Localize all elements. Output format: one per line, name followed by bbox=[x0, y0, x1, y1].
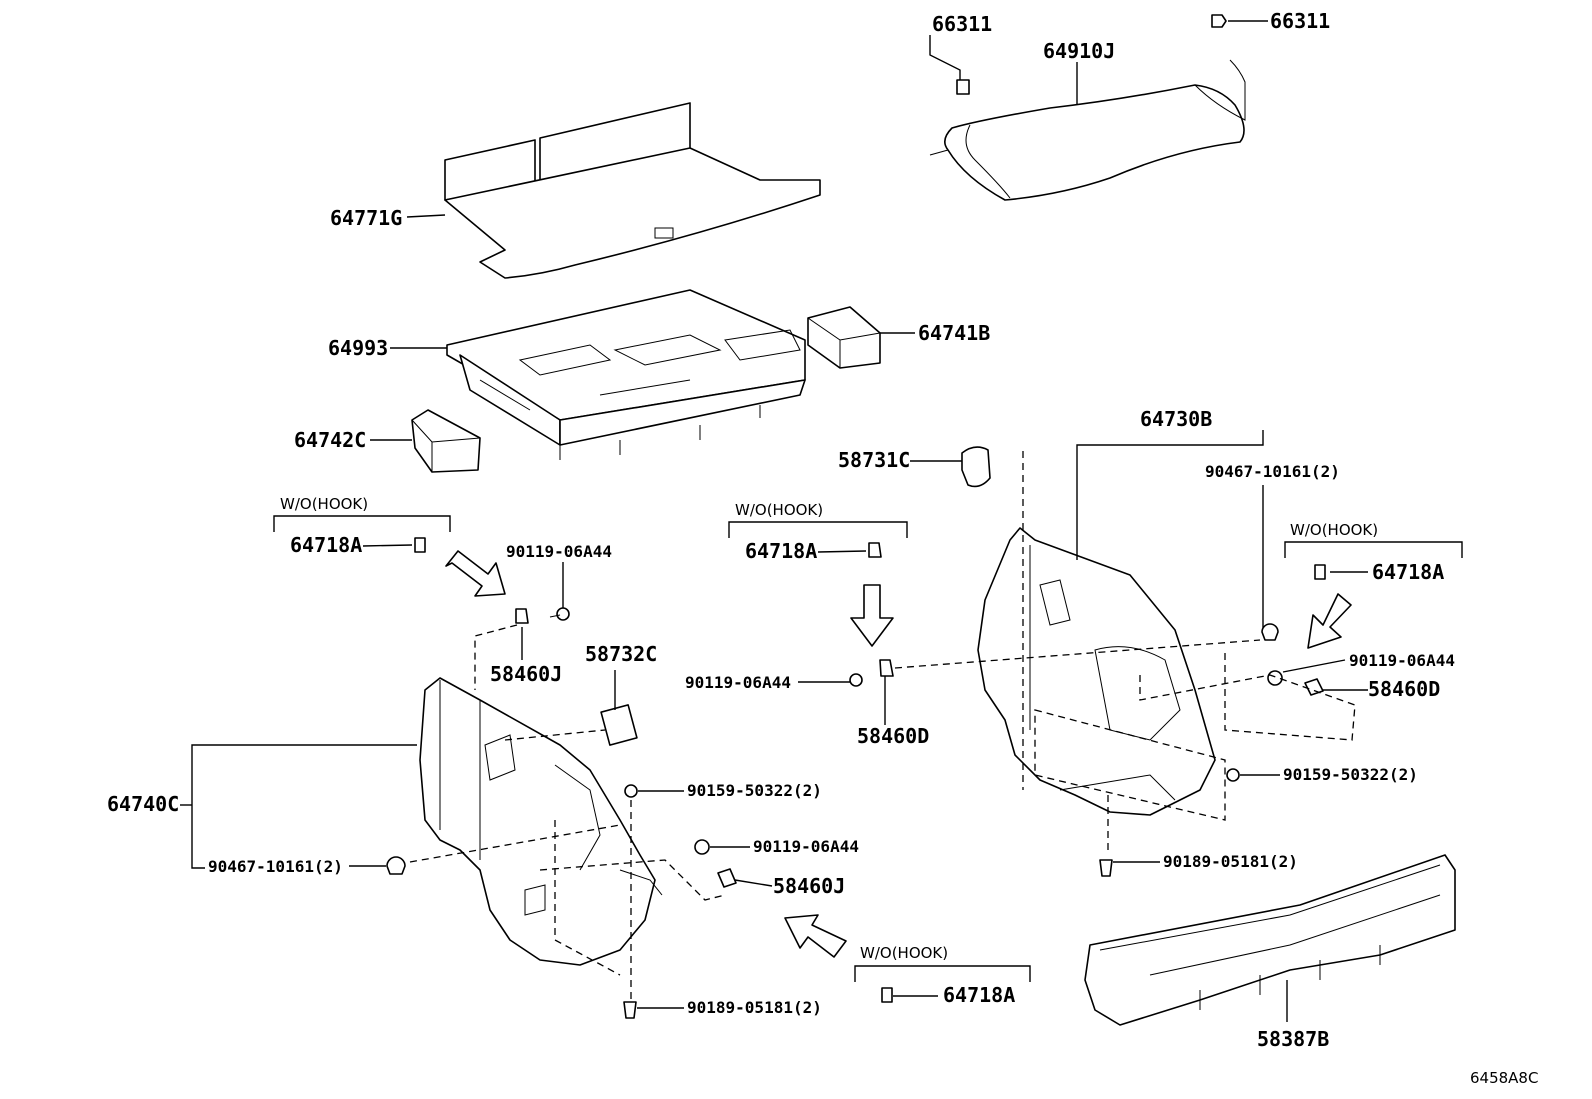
label-90467-10161-right: 90467-10161(2) bbox=[1205, 462, 1340, 481]
label-58460J-1: 58460J bbox=[490, 662, 562, 686]
hook-note-brackets bbox=[273, 515, 1463, 982]
label-64741B: 64741B bbox=[918, 321, 990, 345]
fastener-drawings bbox=[386, 537, 1326, 1019]
label-64910J: 64910J bbox=[1043, 39, 1115, 63]
label-64740C: 64740C bbox=[107, 792, 179, 816]
dashed-assembly-lines bbox=[409, 451, 1356, 1000]
part-64771G-deck-board-drawing bbox=[444, 102, 821, 279]
label-90467-10161-left: 90467-10161(2) bbox=[208, 857, 343, 876]
part-58387B-sill-drawing bbox=[1084, 854, 1456, 1026]
part-64742C-box-drawing bbox=[411, 409, 481, 473]
label-64718A-3: 64718A bbox=[1372, 560, 1444, 584]
note-wo-hook-4: W/O(HOOK) bbox=[860, 944, 948, 962]
label-58460D-1: 58460D bbox=[857, 724, 929, 748]
label-66311-right: 66311 bbox=[1270, 9, 1330, 33]
label-58460J-2: 58460J bbox=[773, 874, 845, 898]
note-wo-hook-1: W/O(HOOK) bbox=[280, 495, 368, 513]
part-58731C-cover-drawing bbox=[961, 446, 991, 488]
label-90189-05181-2: 90189-05181(2) bbox=[1163, 852, 1298, 871]
note-wo-hook-2: W/O(HOOK) bbox=[735, 501, 823, 519]
label-66311-left: 66311 bbox=[932, 12, 992, 36]
label-64993: 64993 bbox=[328, 336, 388, 360]
note-wo-hook-3: W/O(HOOK) bbox=[1290, 521, 1378, 539]
label-64742C: 64742C bbox=[294, 428, 366, 452]
label-58732C: 58732C bbox=[585, 642, 657, 666]
part-64910J-cable-drawing bbox=[929, 14, 1246, 201]
label-90119-06A44-1: 90119-06A44 bbox=[506, 542, 612, 561]
label-90159-50322-2: 90159-50322(2) bbox=[1283, 765, 1418, 784]
label-64730B: 64730B bbox=[1140, 407, 1212, 431]
label-90119-06A44-4: 90119-06A44 bbox=[753, 837, 859, 856]
part-64741B-box-drawing bbox=[807, 306, 881, 369]
part-64730B-right-trim-drawing bbox=[977, 527, 1216, 816]
label-90119-06A44-2: 90119-06A44 bbox=[685, 673, 791, 692]
label-64771G: 64771G bbox=[330, 206, 402, 230]
label-90189-05181-1: 90189-05181(2) bbox=[687, 998, 822, 1017]
diagram-reference-code: 6458A8C bbox=[1470, 1069, 1538, 1087]
label-58387B: 58387B bbox=[1257, 1027, 1329, 1051]
label-90159-50322-1: 90159-50322(2) bbox=[687, 781, 822, 800]
label-58460D-2: 58460D bbox=[1368, 677, 1440, 701]
label-64718A-2: 64718A bbox=[745, 539, 817, 563]
label-64718A-4: 64718A bbox=[943, 983, 1015, 1007]
leader-lines bbox=[180, 20, 1368, 1022]
label-58731C: 58731C bbox=[838, 448, 910, 472]
part-64993-tray-drawing bbox=[446, 289, 806, 460]
part-64740C-left-trim-drawing bbox=[419, 677, 663, 966]
label-64718A-1: 64718A bbox=[290, 533, 362, 557]
direction-arrows bbox=[445, 550, 1352, 958]
label-90119-06A44-3: 90119-06A44 bbox=[1349, 651, 1455, 670]
